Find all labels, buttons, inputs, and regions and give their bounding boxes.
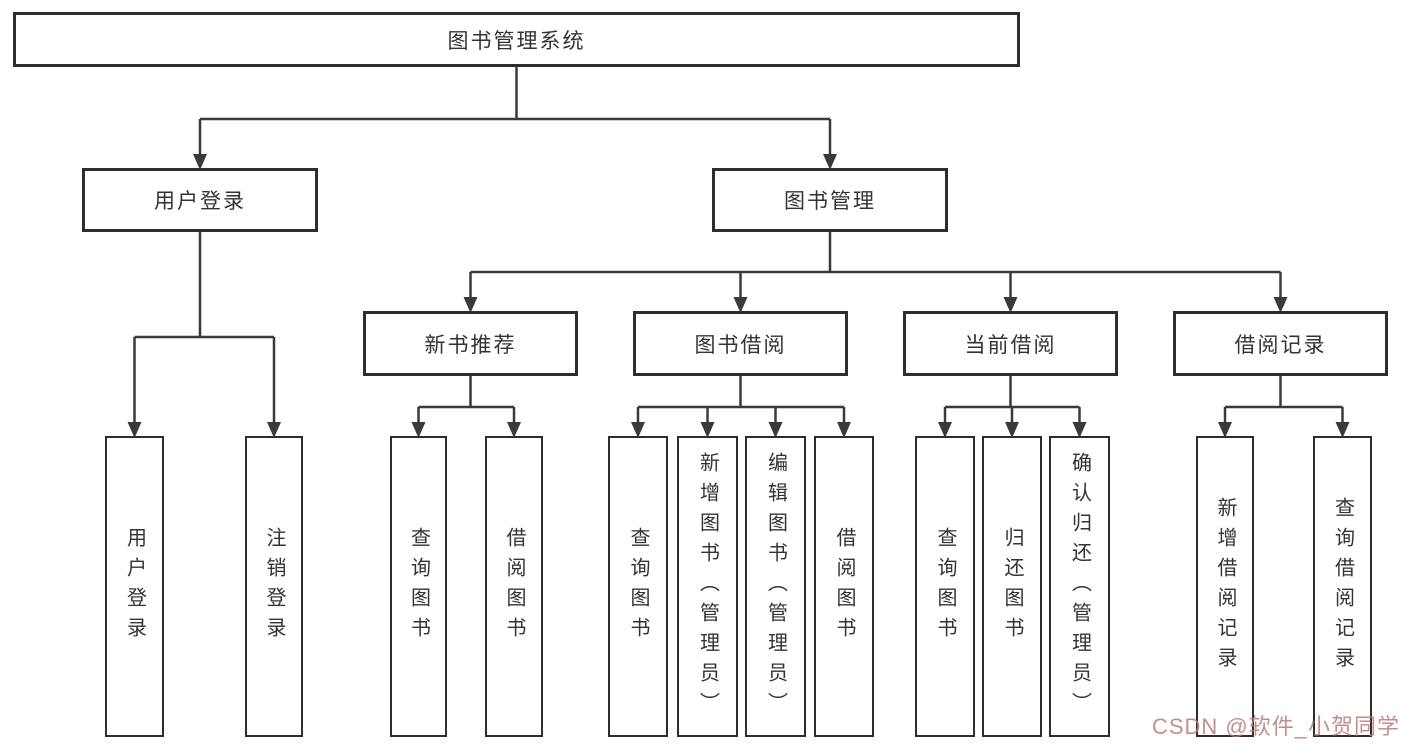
node-label: 图书管理 [784,190,876,213]
node-label: 当前借阅 [964,333,1057,357]
arrowhead-down-icon [1218,422,1232,438]
node-current-borrowing: 当前借阅 [903,311,1118,376]
arrowhead-down-icon [507,422,521,438]
arrowhead-down-icon [411,422,426,438]
node-label: 用户登录 [123,526,146,647]
node-label: 查询借阅记录 [1331,496,1354,677]
watermark: CSDN @软件_小贺同学 [1151,714,1400,739]
node-borrowing-query-book: 查询图书 [608,436,668,737]
arrowhead-down-icon [1005,422,1019,438]
node-system: 图书管理系统 [13,12,1020,67]
node-label: 借阅图书 [833,526,855,647]
node-label: 借阅记录 [1234,333,1327,357]
node-records-query-record: 查询借阅记录 [1313,436,1372,737]
node-label: 查询图书 [627,526,649,647]
node-current-query-book: 查询图书 [915,436,975,737]
node-recommend-borrow-book: 借阅图书 [485,436,543,737]
node-label: 用户登录 [154,190,246,213]
node-label: 新增图书（管理员） [696,451,719,722]
node-logout: 注销登录 [245,436,303,737]
node-records-add-record: 新增借阅记录 [1196,436,1254,737]
node-new-book-recommend: 新书推荐 [363,311,578,376]
arrowhead-down-icon [823,154,837,170]
arrowhead-down-icon [1003,297,1018,313]
arrowhead-down-icon [267,422,281,438]
node-label: 查询图书 [934,526,956,647]
node-label: 编辑图书（管理员） [764,451,787,722]
node-label: 新增借阅记录 [1214,496,1236,677]
node-borrowing-edit-book: 编辑图书（管理员） [745,436,806,737]
arrowhead-down-icon [463,297,478,313]
arrowhead-down-icon [768,422,783,438]
node-recommend-query-book: 查询图书 [390,436,447,737]
node-label: 图书管理系统 [447,29,586,53]
node-current-confirm-return: 确认归还（管理员） [1049,436,1110,737]
node-label: 归还图书 [1001,526,1023,647]
arrowhead-down-icon [1273,297,1288,313]
arrowhead-down-icon [127,422,142,438]
node-label: 确认归还（管理员） [1068,451,1091,722]
node-label: 查询图书 [407,526,430,647]
arrowhead-down-icon [193,154,207,170]
node-login: 用户登录 [105,436,164,737]
arrowhead-down-icon [938,422,952,438]
arrowhead-down-icon [631,422,645,438]
node-book-borrowing: 图书借阅 [633,311,848,376]
arrowhead-down-icon [837,422,851,438]
node-book-management: 图书管理 [712,168,948,232]
node-current-return-book: 归还图书 [982,436,1042,737]
node-label: 图书借阅 [694,333,787,357]
arrowhead-down-icon [1072,422,1087,438]
node-user-login: 用户登录 [82,168,318,232]
arrowhead-down-icon [1335,422,1350,438]
node-borrowing-borrow-book: 借阅图书 [814,436,874,737]
node-label: 借阅图书 [503,526,525,647]
arrowhead-down-icon [733,297,748,313]
node-borrowing-add-book: 新增图书（管理员） [677,436,738,737]
node-label: 新书推荐 [424,333,517,357]
node-label: 注销登录 [263,526,285,647]
node-borrowing-records: 借阅记录 [1173,311,1388,376]
arrowhead-down-icon [700,422,715,438]
